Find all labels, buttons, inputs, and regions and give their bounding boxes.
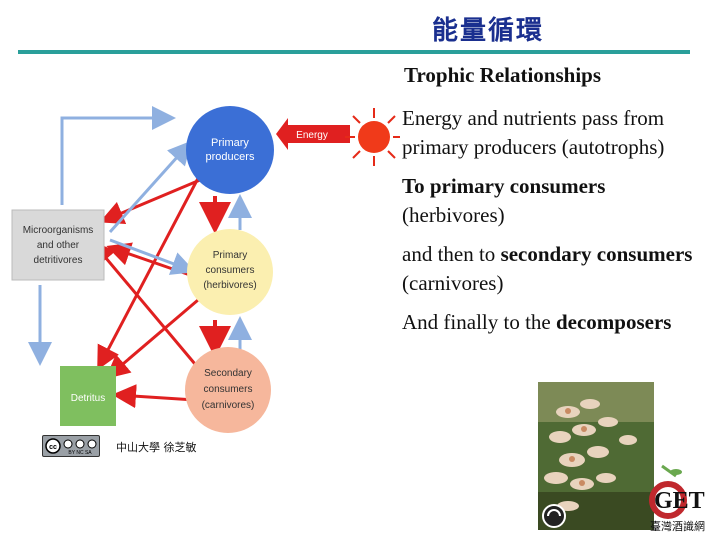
energy-label: Energy	[296, 130, 328, 141]
slide-heading: Trophic Relationships	[404, 63, 602, 87]
carnivore-to-micro-arrow	[91, 240, 202, 371]
carnivore-to-detritus-arrow	[112, 384, 196, 409]
slide-title: 能量循環	[432, 16, 545, 46]
bullet-text: and then to	[402, 242, 501, 266]
cc-license-badge: cc BY NC SA	[42, 435, 100, 457]
logo-wordmark: GET	[654, 488, 705, 514]
bullet-item: and then to secondary consumers (carnivo…	[402, 240, 702, 298]
micro-to-producer-arrow	[108, 140, 193, 234]
bullet-item: Energy and nutrients pass from primary p…	[402, 104, 702, 162]
trophic-diagram: Primary producers Primary consumers (her…	[11, 106, 400, 433]
sun-icon	[345, 108, 400, 166]
logo-subtitle: 臺灣酒識網	[650, 519, 705, 533]
bullet-text: And finally to the	[402, 310, 556, 334]
microorganisms-node	[11, 209, 105, 281]
microorganisms-label-2: and other	[37, 240, 80, 251]
detritus-label: Detritus	[71, 393, 105, 404]
bullet-text: (carnivores)	[402, 271, 504, 295]
bullet-bold-text: secondary consumers	[500, 242, 693, 266]
secondary-consumers-node	[185, 347, 271, 433]
secondary-consumers-label-1: Secondary	[204, 368, 252, 379]
title-divider	[18, 50, 690, 54]
primary-consumers-label-1: Primary	[213, 250, 247, 261]
producers-node	[186, 106, 274, 194]
mushroom-photo	[538, 382, 654, 530]
bullet-bold-text: decomposers	[555, 310, 672, 334]
microorganisms-label-1: Microorganisms	[23, 225, 94, 236]
producers-label-1: Primary	[211, 137, 249, 149]
producers-label-2: producers	[206, 151, 255, 163]
nutrient-return-arrow	[60, 106, 176, 205]
bullet-list: Energy and nutrients pass from primary p…	[402, 104, 702, 347]
bullet-item: To primary consumers (herbivores)	[402, 172, 702, 230]
primary-consumers-node	[187, 229, 273, 315]
secondary-consumers-label-3: (carnivores)	[202, 400, 255, 411]
bullet-item: And finally to the decomposers	[402, 308, 702, 337]
producer-to-micro-arrow	[99, 178, 201, 225]
bullet-bold-text: To primary consumers	[402, 174, 606, 198]
get-logo: GET 臺灣酒識網	[648, 462, 720, 540]
producer-to-detritus-arrow	[97, 164, 207, 371]
bullet-text: (herbivores)	[402, 203, 505, 227]
author-credit: 中山大學 徐芝敏	[116, 441, 197, 454]
micro-to-herbivore-arrow	[109, 238, 196, 275]
energy-arrow	[276, 118, 350, 150]
detritus-node	[60, 366, 116, 426]
secondary-consumers-label-2: consumers	[204, 384, 253, 395]
microorganisms-label-3: detritivores	[34, 255, 83, 266]
primary-consumers-label-3: (herbivores)	[203, 280, 256, 291]
herbivore-to-detritus-arrow	[105, 298, 199, 379]
cc-license-terms: BY NC SA	[68, 450, 92, 456]
svg-text:cc: cc	[49, 444, 57, 451]
primary-consumers-label-2: consumers	[206, 265, 255, 276]
bullet-text: Energy and nutrients pass from primary p…	[402, 106, 665, 159]
